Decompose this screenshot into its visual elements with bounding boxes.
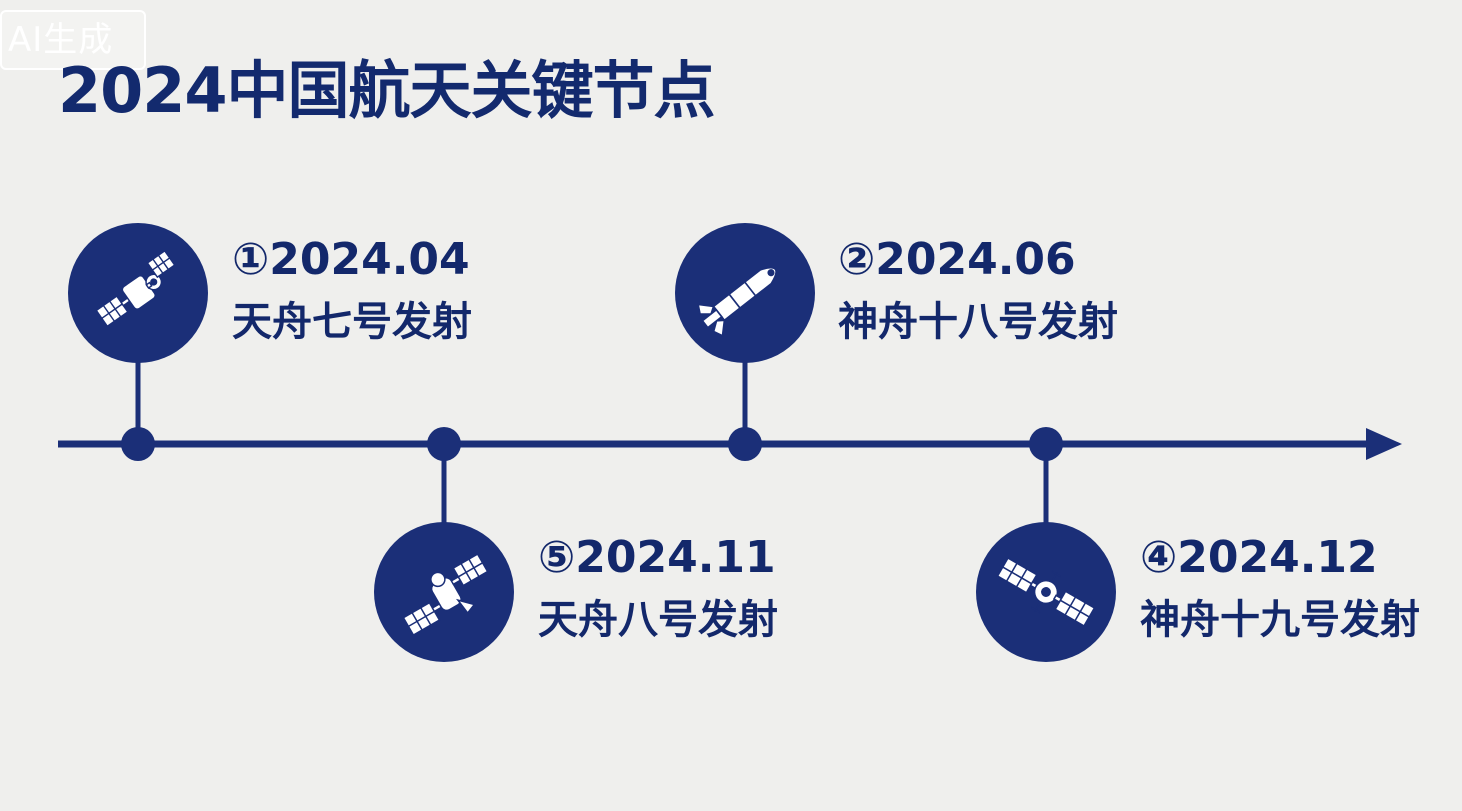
timeline-node-3 [728,427,762,461]
timeline-arrowhead [1366,428,1402,460]
milestone-2-label: ⑤2024.11 天舟八号发射 [538,532,778,648]
satellite-icon [402,553,489,637]
milestone-2-date: ⑤2024.11 [538,532,776,583]
timeline-node-2 [427,427,461,461]
milestone-4-icon-badge [976,522,1116,662]
milestone-3-event: 神舟十八号发射 [838,299,1118,345]
milestone-2-event: 天舟八号发射 [538,597,778,643]
timeline-node-4 [1029,427,1063,461]
milestone-1-event: 天舟七号发射 [232,299,472,345]
milestone-2-icon-badge [374,522,514,662]
ai-generated-watermark: AI生成 [0,10,146,70]
milestone-3-date: ②2024.06 [838,234,1076,285]
page-title: 2024中国航天关键节点 [58,54,716,127]
rocket-icon [697,266,777,337]
milestone-1-icon-badge [68,223,208,363]
timeline-node-1 [121,427,155,461]
satellite-icon [95,249,176,328]
milestone-3-label: ②2024.06 神舟十八号发射 [838,234,1118,350]
milestone-4-label: ④2024.12 神舟十九号发射 [1140,532,1420,648]
milestone-3-icon-badge [675,223,815,363]
spacecraft-icon [996,556,1096,628]
milestone-1-label: ①2024.04 天舟七号发射 [232,234,472,350]
milestone-4-date: ④2024.12 [1140,532,1378,583]
milestone-1-date: ①2024.04 [232,234,470,285]
milestone-4-event: 神舟十九号发射 [1140,597,1420,643]
